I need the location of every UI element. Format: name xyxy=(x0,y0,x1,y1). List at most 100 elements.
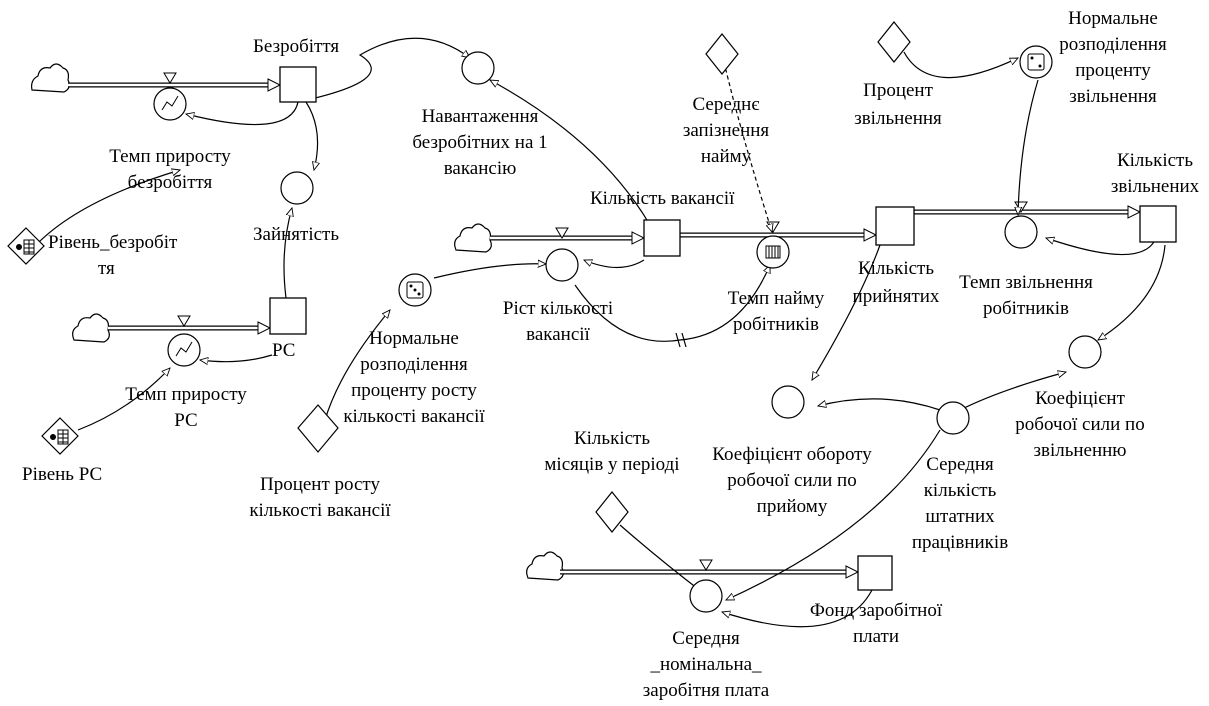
valve-temp-prirostu-pc[interactable] xyxy=(167,333,201,367)
label-normalne-rostu-2: розподілення xyxy=(360,354,468,375)
stock-kilkist-pryiniatykh[interactable] xyxy=(875,206,915,246)
label-kilkist-vakansii: Кількість вакансії xyxy=(590,188,735,209)
label-normalne-rostu-1: Нормальне xyxy=(369,328,459,349)
valve-temp-zvilnennia-robitnykiv[interactable] xyxy=(1004,215,1038,249)
label-serednia-nominalna-3: заробітня плата xyxy=(643,680,770,701)
label-normalne-rostu-4: кількості вакансії xyxy=(343,406,485,427)
const-serednie-zapiznennia[interactable] xyxy=(705,33,739,75)
label-riven-bezrobittia-1: Рівень_безробіт xyxy=(48,232,178,253)
label-koef-zvilnennia-2: робочої сили по xyxy=(1015,414,1144,435)
label-navantazhennia-1: Навантаження xyxy=(422,106,539,127)
label-temp-zvilnennia-2: робітників xyxy=(983,298,1069,319)
label-koef-oborotu-2: робочої сили по xyxy=(727,470,856,491)
label-normalne-rostu-3: проценту росту xyxy=(351,380,477,401)
label-temp-naimu-2: робітників xyxy=(733,314,819,335)
cloud-source-bezrobittia xyxy=(31,63,70,93)
speaker-icon xyxy=(16,244,22,250)
label-kilkist-misiatsiv-1: Кількість xyxy=(574,428,650,449)
flow-pipe-fond xyxy=(560,559,860,579)
stock-kilkist-zvilnenykh[interactable] xyxy=(1139,205,1177,243)
label-bezrobittia: Безробіття xyxy=(253,36,339,57)
data-riven-pc[interactable] xyxy=(41,417,79,455)
const-protsent-rostu[interactable] xyxy=(297,404,339,453)
label-koef-zvilnennia-1: Коефіцієнт xyxy=(1035,388,1125,409)
label-protsent-rostu-2: кількості вакансії xyxy=(249,500,391,521)
label-zainiatist: Зайнятість xyxy=(253,224,339,245)
speaker-icon xyxy=(50,434,56,440)
label-protsent-zvilnennia-1: Процент xyxy=(863,80,933,101)
label-kilkist-zvilnenykh-2: звільнених xyxy=(1111,176,1200,197)
label-koef-zvilnennia-3: звільненню xyxy=(1033,440,1126,461)
data-riven-bezrobittia[interactable] xyxy=(7,227,45,265)
cloud-source-vakansii xyxy=(454,223,492,253)
flow-pipe-pc xyxy=(108,315,272,335)
label-riven-bezrobittia-2: тя xyxy=(98,258,115,279)
delay-icon xyxy=(765,245,781,259)
stock-pc[interactable] xyxy=(269,297,307,335)
aux-serednia-kilkist[interactable] xyxy=(936,401,970,435)
label-fond-2: плати xyxy=(853,626,899,647)
label-rist-kilkosti-2: вакансії xyxy=(526,324,590,345)
graph-icon xyxy=(175,341,193,357)
valve-temp-prirostu-bezrobittia[interactable] xyxy=(153,87,187,121)
flow-pipe-bezrobittia xyxy=(68,72,282,92)
label-protsent-zvilnennia-2: звільнення xyxy=(854,108,942,129)
valve-temp-naimu-robitnykiv[interactable] xyxy=(756,235,790,269)
aux-normalne-rozpodilennia-rostu[interactable] xyxy=(398,273,432,307)
label-normalne-zvilnennia-4: звільнення xyxy=(1069,86,1157,107)
label-serednia-nominalna-2: _номінальна_ xyxy=(649,654,762,675)
graph-icon xyxy=(161,95,179,111)
stock-fond-zarobitnoi-platy[interactable] xyxy=(857,555,893,591)
label-serednia-kilkist-1: Середня xyxy=(926,454,994,475)
label-temp-zvilnennia-1: Темп звільнення xyxy=(959,272,1093,293)
dice-icon xyxy=(406,281,424,299)
aux-navantazhennia[interactable] xyxy=(461,51,495,85)
label-kilkist-pryiniatykh-2: прийнятих xyxy=(853,286,940,307)
dice-icon xyxy=(1027,53,1045,71)
label-temp-prirostu-pc-1: Темп приросту xyxy=(125,384,247,405)
label-rist-kilkosti-1: Ріст кількості xyxy=(503,298,613,319)
cloud-source-pc xyxy=(72,313,110,343)
stock-kilkist-vakansii[interactable] xyxy=(643,219,681,257)
label-normalne-zvilnennia-2: розподілення xyxy=(1059,34,1167,55)
label-pc: РС xyxy=(272,340,295,361)
valve-rist-kilkosti-vakansii[interactable] xyxy=(545,248,579,282)
label-serednia-kilkist-3: штатних xyxy=(925,506,995,527)
aux-zainiatist[interactable] xyxy=(280,171,314,205)
label-temp-prirostu-pc-2: РС xyxy=(174,410,197,431)
flow-pipe-vakansii xyxy=(490,227,646,245)
label-navantazhennia-2: безробітних на 1 xyxy=(412,132,547,153)
label-serednie-zapiznennia-2: запізнення xyxy=(683,120,770,141)
label-kilkist-zvilnenykh-1: Кількість xyxy=(1117,150,1193,171)
label-serednia-nominalna-1: Середня xyxy=(672,628,740,649)
label-navantazhennia-3: вакансію xyxy=(444,158,517,179)
label-koef-oborotu-1: Коефіцієнт обороту xyxy=(712,444,872,465)
label-serednie-zapiznennia-1: Середнє xyxy=(692,94,759,115)
stock-bezrobittia[interactable] xyxy=(279,66,317,103)
aux-koef-zvilnennia[interactable] xyxy=(1068,335,1102,369)
label-normalne-zvilnennia-1: Нормальне xyxy=(1068,8,1158,29)
label-protsent-rostu-1: Процент росту xyxy=(260,474,381,495)
label-temp-prirostu-bezrobittia-1: Темп приросту xyxy=(109,146,231,167)
label-normalne-zvilnennia-3: проценту xyxy=(1075,60,1151,81)
links xyxy=(35,37,1166,628)
label-kilkist-pryiniatykh-1: Кількість xyxy=(858,258,934,279)
aux-koef-oborotu[interactable] xyxy=(771,385,805,419)
valve-serednia-nominalna-zarobitnia-plata[interactable] xyxy=(689,579,723,613)
label-kilkist-misiatsiv-2: місяців у періоді xyxy=(544,454,679,475)
label-koef-oborotu-3: прийому xyxy=(757,496,828,517)
label-riven-pc: Рівень РС xyxy=(22,464,102,485)
aux-normalne-rozpodilennia-zvilnennia[interactable] xyxy=(1019,45,1053,79)
cloud-source-fond xyxy=(526,551,564,581)
labels: Безробіття Темп приросту безробіття Ріве… xyxy=(22,8,1200,701)
label-temp-prirostu-bezrobittia-2: безробіття xyxy=(128,172,213,193)
const-protsent-zvilnennia[interactable] xyxy=(877,21,911,63)
const-kilkist-misiatsiv[interactable] xyxy=(595,491,629,533)
label-fond-1: Фонд заробітної xyxy=(810,600,943,621)
label-temp-naimu-1: Темп найму xyxy=(728,288,825,309)
label-serednia-kilkist-4: працівників xyxy=(912,532,1008,553)
flow-pipe-zvilnennia xyxy=(914,201,1142,219)
label-serednia-kilkist-2: кількість xyxy=(924,480,997,501)
label-serednie-zapiznennia-3: найму xyxy=(701,146,752,167)
